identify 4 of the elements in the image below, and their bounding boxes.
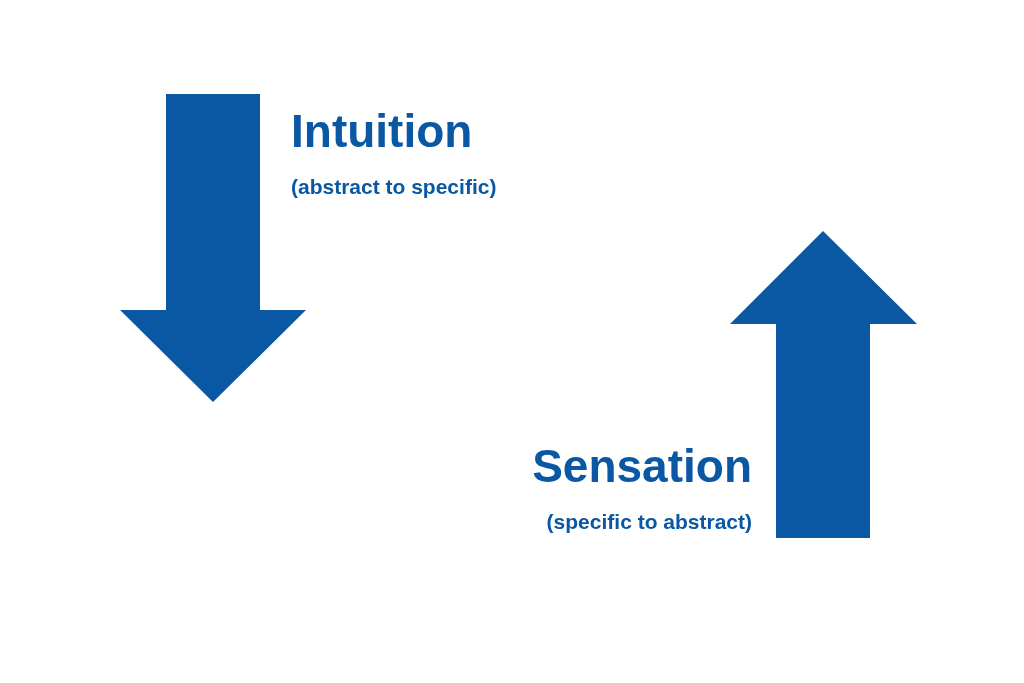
heading: Sensation: [532, 443, 752, 489]
subtitle: (abstract to specific): [291, 176, 497, 197]
subtitle: (specific to abstract): [546, 511, 752, 532]
heading: Intuition: [291, 108, 473, 154]
